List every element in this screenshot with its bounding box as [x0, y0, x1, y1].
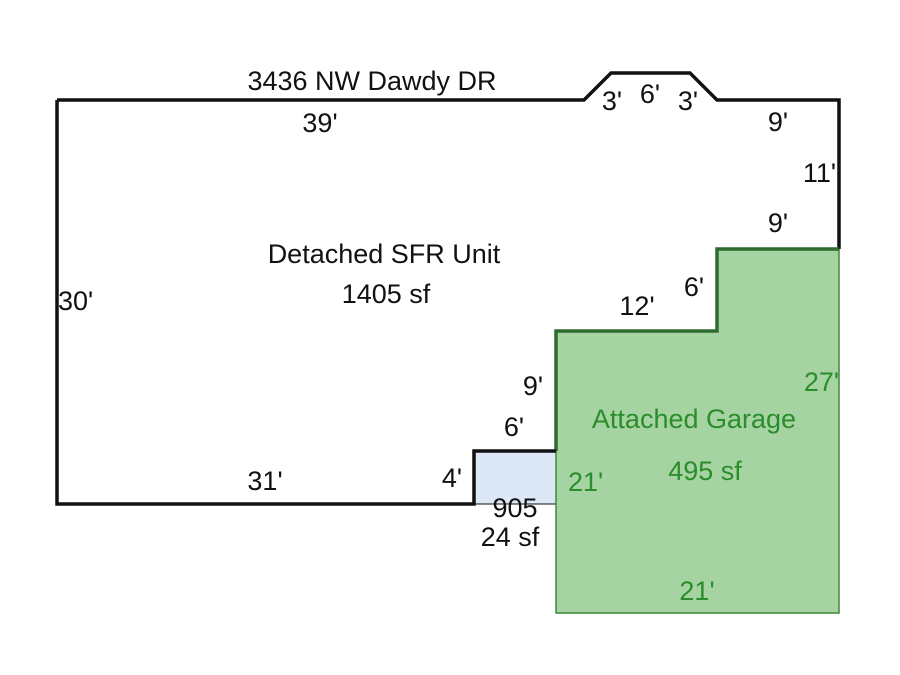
dim-notch-side: 4'	[442, 463, 462, 493]
dim-inner-side: 9'	[523, 371, 543, 401]
dim-notch-top: 6'	[504, 412, 524, 442]
dim-left: 30'	[58, 286, 93, 316]
dim-step-mid: 12'	[619, 291, 654, 321]
dim-right: 11'	[803, 158, 836, 188]
dim-bay-left: 3'	[602, 86, 622, 116]
small-area-code: 905	[492, 493, 537, 523]
dim-top-right: 9'	[768, 107, 788, 137]
garage-dim-bottom: 21'	[679, 576, 714, 606]
dim-bay-top: 6'	[640, 79, 660, 109]
house-garage-shared-wall	[554, 247, 839, 451]
garage-area: 495 sf	[668, 456, 742, 486]
dim-step-top: 9'	[768, 208, 788, 238]
dim-bay-right: 3'	[678, 86, 698, 116]
house-name: Detached SFR Unit	[268, 239, 501, 269]
house-outline-bottom	[55, 100, 556, 506]
dim-bottom: 31'	[247, 466, 282, 496]
dim-top: 39'	[302, 108, 337, 138]
house-area: 1405 sf	[342, 279, 431, 309]
small-area-shape	[474, 451, 556, 504]
small-area-size: 24 sf	[481, 522, 540, 552]
dim-step-side: 6'	[684, 272, 704, 302]
garage-dim-left: 21'	[568, 467, 603, 497]
address-label: 3436 NW Dawdy DR	[247, 66, 496, 96]
house-outline-top	[57, 71, 841, 249]
garage-dim-right: 27'	[804, 367, 839, 397]
garage-name: Attached Garage	[592, 404, 796, 434]
